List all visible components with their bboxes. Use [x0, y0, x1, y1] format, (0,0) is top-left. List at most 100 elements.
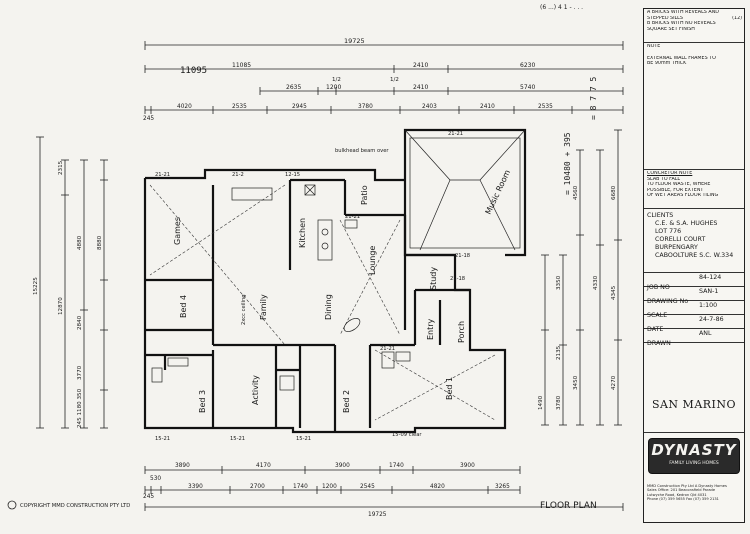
svg-text:15-09 clear: 15-09 clear	[392, 432, 422, 438]
dim-row3-a: 2635	[286, 84, 301, 91]
scale-label: SCALE	[647, 312, 668, 319]
svg-text:530: 530	[150, 476, 161, 482]
left-dimensions	[36, 136, 108, 429]
room-bed2: Bed 2	[342, 390, 351, 413]
svg-text:21-2: 21-2	[232, 172, 244, 178]
plan-walls	[143, 128, 527, 434]
plan-notes: bulkhead beam over 21-21 21-2 12-15 21-2…	[155, 131, 470, 442]
design-name-cell: SAN MARINO	[644, 343, 744, 433]
svg-text:3770: 3770	[77, 365, 83, 380]
floor-plan-drawing: (6 ...) 4 1 - . . . 19725 11095 11085 24…	[7, 4, 624, 518]
svg-text:2410: 2410	[480, 104, 495, 110]
svg-text:15-21: 15-21	[230, 436, 245, 442]
revision-a: A BRICKS WITH REVEALS AND	[647, 10, 719, 15]
dim-row3-b: 1200	[326, 84, 341, 91]
svg-text:2535: 2535	[538, 104, 553, 110]
room-patio: Patio	[360, 185, 369, 205]
bottom-dimensions	[144, 466, 624, 511]
left-dimension-labels: 2315 4880 8880 2840 3770 245 1180 350 15…	[33, 160, 103, 428]
svg-text:3390: 3390	[188, 484, 203, 490]
room-entry: Entry	[426, 318, 435, 340]
svg-text:1740: 1740	[293, 484, 308, 490]
room-lounge: Lounge	[368, 246, 377, 275]
design-name: SAN MARINO	[651, 398, 737, 411]
room-games: Games	[173, 217, 182, 245]
svg-text:2700: 2700	[250, 484, 265, 490]
job-no-value: 84-124	[699, 274, 722, 281]
note-bulkhead: bulkhead beam over	[335, 148, 389, 154]
svg-text:4820: 4820	[430, 484, 445, 490]
svg-text:4170: 4170	[256, 463, 271, 469]
svg-text:2403: 2403	[422, 104, 437, 110]
client-suburb: BURPENGARY	[655, 244, 698, 251]
svg-text:2945: 2945	[292, 104, 307, 110]
svg-text:3450: 3450	[573, 375, 579, 390]
dim-row3a-a: 1/2	[332, 77, 341, 83]
svg-text:1740: 1740	[389, 463, 404, 469]
svg-text:2840: 2840	[77, 315, 83, 330]
dynasty-logo: DYNASTY FAMILY LIVING HOMES	[648, 438, 740, 474]
svg-text:6680: 6680	[611, 185, 617, 200]
svg-text:4270: 4270	[611, 375, 617, 390]
fixtures	[151, 184, 411, 391]
copyright-text: COPYRIGHT MMD CONSTRUCTION PTY LTD	[20, 503, 130, 509]
svg-text:4560: 4560	[573, 185, 579, 200]
svg-text:4345: 4345	[611, 285, 617, 300]
svg-text:19725: 19725	[368, 512, 387, 518]
concretor-line-2: TO FLOOR WASTE, WHERE	[647, 182, 711, 188]
svg-text:8880: 8880	[97, 235, 103, 250]
concretor-line-4: OF WET AREAS FLOOR TILING	[647, 193, 719, 199]
revision-b-detail: SQUARE SET FINISH	[647, 26, 695, 32]
room-family: Family	[259, 294, 268, 320]
svg-text:4020: 4020	[177, 104, 192, 110]
room-bed3: Bed 3	[198, 390, 207, 413]
builder-address-4: Phone (07) 359 5655 Fax (07) 359 2131	[647, 497, 719, 502]
room-activity: Activity	[251, 375, 260, 405]
date-value: 24-7-86	[699, 316, 724, 323]
concretor-line-1: SLAB TO FALL	[647, 176, 681, 182]
svg-text:3890: 3890	[175, 463, 190, 469]
concretor-note-label: CONCRETOR NOTE	[647, 171, 693, 176]
drawing-no-value: SAN-1	[699, 288, 719, 295]
dim-row2-c: 6230	[520, 62, 535, 69]
date-cell: DATE 24-7-86	[644, 315, 744, 333]
room-dining: Dining	[324, 294, 333, 320]
room-music: Music Room	[484, 168, 513, 216]
svg-text:21-21: 21-21	[380, 346, 395, 352]
dim-row3-c: 2410	[413, 84, 428, 91]
room-kitchen: Kitchen	[298, 218, 307, 248]
dim-row2-b: 2410	[413, 62, 428, 69]
svg-text:2545: 2545	[360, 484, 375, 490]
builder-address-1: MMD Construction Pty Ltd A Dynasty Homes	[647, 484, 727, 488]
dim-overall-top: 19725	[344, 37, 365, 45]
drawn-value: ANL	[699, 330, 712, 337]
svg-text:245: 245	[143, 116, 154, 122]
svg-text:2135: 2135	[556, 345, 562, 360]
scale-cell: SCALE 1:100	[644, 301, 744, 319]
svg-text:3900: 3900	[335, 463, 350, 469]
revision-a-number: (12)	[732, 16, 742, 21]
bottom-dimension-labels: 3890 4170 3900 1740 3900 245 530 3390 27…	[143, 463, 510, 518]
svg-text:21-21: 21-21	[345, 214, 360, 220]
svg-text:3350: 3350	[556, 275, 562, 290]
brand-subtitle: FAMILY LIVING HOMES	[669, 461, 719, 466]
client-council: CABOOLTURE S.C. W.334	[655, 252, 734, 259]
builder-address-2: Sales Office: 201 Beaconsfield Parade	[647, 488, 716, 493]
svg-text:21-21: 21-21	[155, 172, 170, 178]
svg-text:3780: 3780	[358, 104, 373, 110]
note-line-1: EXTERNAL WALL FRAMES TO	[647, 55, 716, 61]
job-no-cell: JOB NO 84-124	[644, 273, 744, 291]
svg-text:2xcc ceiling: 2xcc ceiling	[241, 294, 247, 325]
dim-row4: 245 4020 2535 2945 3780 2403 2410 2535	[143, 104, 553, 122]
svg-text:12870: 12870	[58, 297, 64, 315]
svg-text:12-15: 12-15	[285, 172, 300, 178]
builder-address-3: Lutwyche Road, Kedron Qld 4031	[647, 492, 707, 497]
svg-text:2535: 2535	[232, 104, 247, 110]
concretor-line-3: POSSIBLE, FOR EXTENT	[647, 187, 704, 193]
svg-text:21-21: 21-21	[448, 131, 463, 137]
svg-text:15-21: 15-21	[155, 436, 170, 442]
title-block: A BRICKS WITH REVEALS AND STEPPED SILLS …	[643, 8, 745, 523]
svg-text:2315: 2315	[58, 160, 64, 175]
handwritten-sum-2: = 8 7 7 5	[589, 76, 598, 120]
svg-text:3780: 3780	[556, 395, 562, 410]
